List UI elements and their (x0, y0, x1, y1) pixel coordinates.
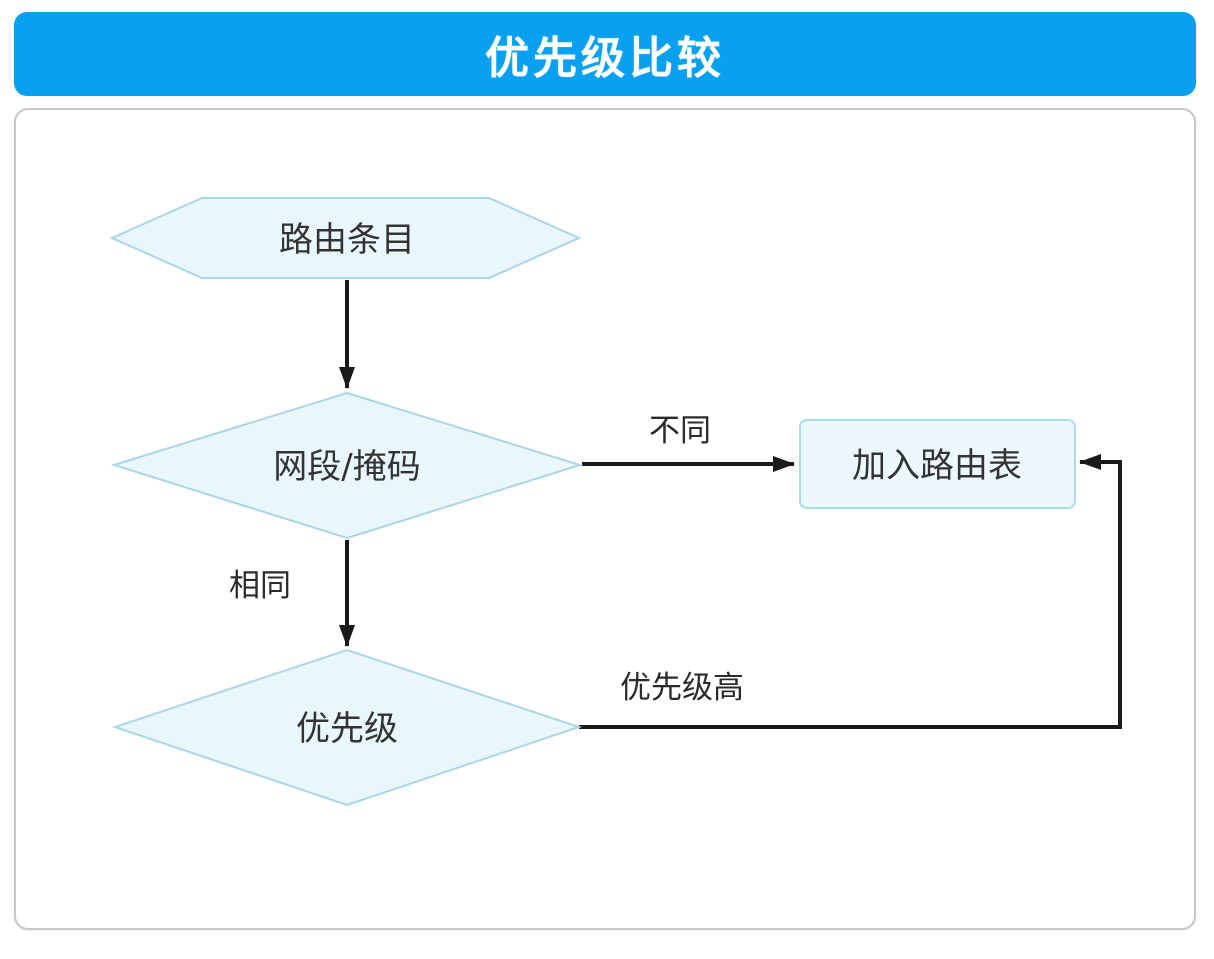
edge-label-higher-priority: 优先级高 (620, 670, 744, 706)
diagram-panel: 路由条目 网段/掩码 加入路由表 优先级 不同 相同 优先级高 (14, 108, 1196, 930)
edge-priority-to-add-routing-table (579, 454, 1122, 729)
node-priority-label: 优先级 (296, 709, 398, 749)
edges (339, 280, 1122, 729)
node-route-entry (109, 197, 582, 279)
node-priority (111, 648, 583, 807)
node-segment-mask-label: 网段/掩码 (273, 447, 420, 487)
nodes: 路由条目 网段/掩码 加入路由表 优先级 (109, 197, 1076, 807)
node-segment-mask (110, 391, 584, 540)
node-route-entry-label: 路由条目 (279, 220, 415, 260)
edge-label-same: 相同 (229, 568, 291, 604)
node-add-routing-table (799, 419, 1076, 509)
flowchart-canvas: 路由条目 网段/掩码 加入路由表 优先级 不同 相同 优先级高 (109, 197, 1122, 807)
page-title: 优先级比较 (485, 33, 725, 84)
edge-label-different: 不同 (649, 413, 711, 449)
edge-labels: 不同 相同 优先级高 (229, 413, 744, 706)
node-add-routing-table-label: 加入路由表 (852, 446, 1022, 486)
title-bar: 优先级比较 (14, 12, 1196, 96)
